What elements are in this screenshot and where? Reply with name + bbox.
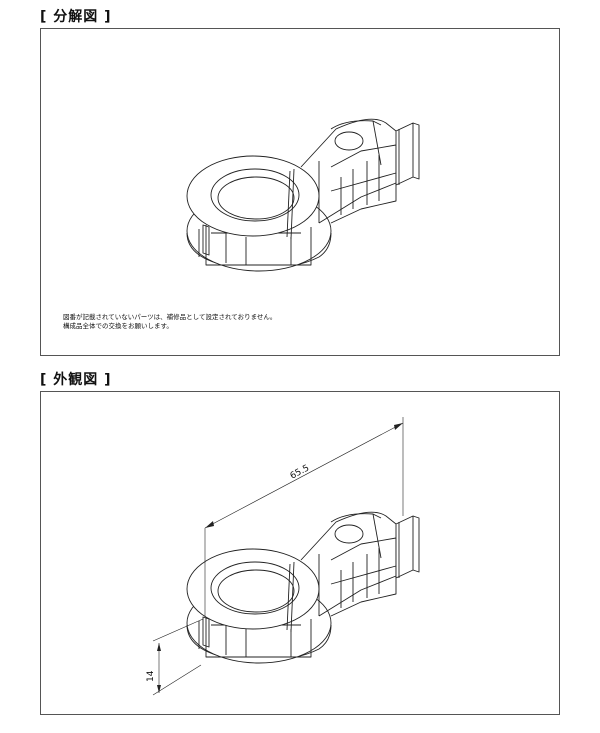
dimension-length-label: 65.5	[289, 463, 311, 481]
parts-note-line-2: 構成品全体での交換をお願いします。	[63, 322, 173, 330]
dimension-height-label: 14	[146, 670, 156, 682]
external-view-panel: 65.5 14	[40, 391, 560, 715]
clamp-part-drawing	[186, 118, 420, 272]
parts-note-line-1: 図番が記載されていないパーツは、補修品として設定されておりません。	[63, 313, 277, 321]
exploded-view-title: [ 分解図 ]	[40, 9, 112, 25]
parts-note: 図番が記載されていないパーツは、補修品として設定されておりません。 構成品全体で…	[63, 313, 276, 331]
clamp-dimension-drawing: 65.5 14	[146, 417, 420, 696]
external-view-title: [ 外観図 ]	[40, 372, 112, 388]
exploded-view-panel: 図番が記載されていないパーツは、補修品として設定されておりません。 構成品全体で…	[40, 28, 560, 356]
